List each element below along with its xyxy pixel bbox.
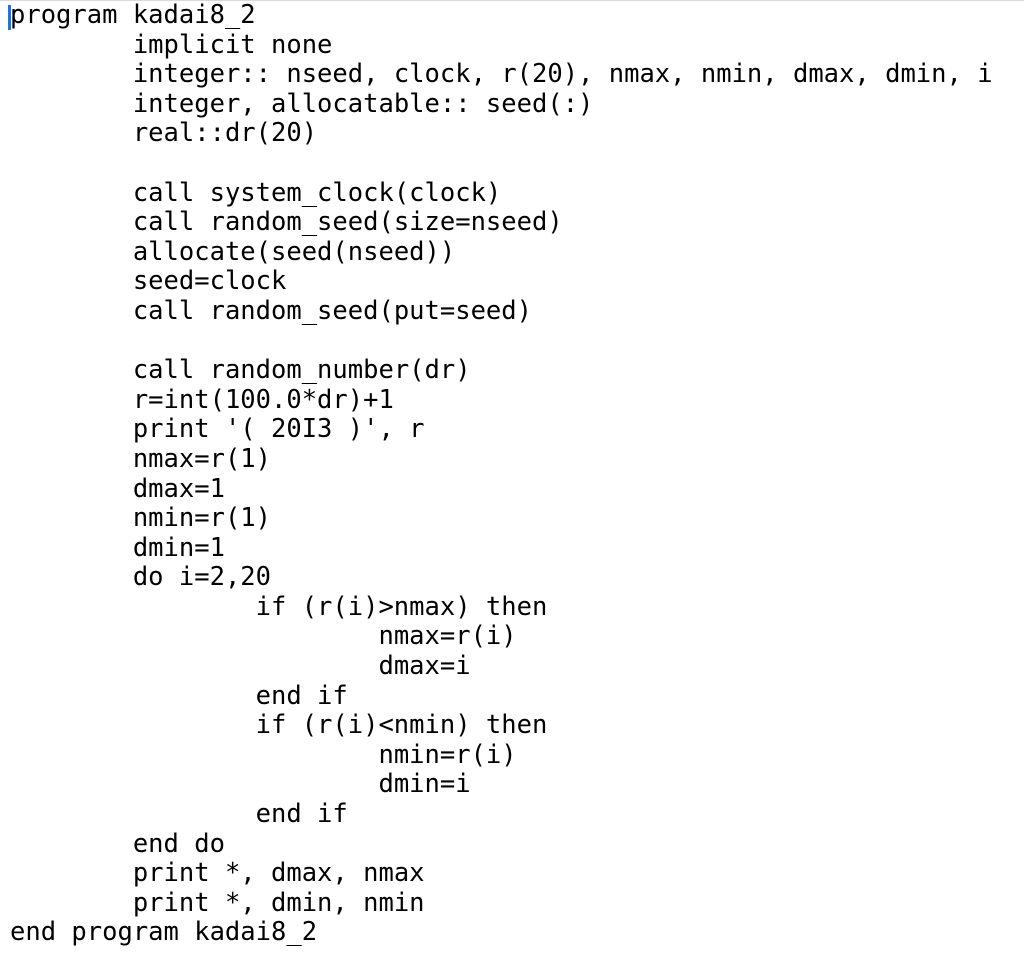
code-line[interactable]: real::dr(20) <box>10 118 318 149</box>
code-text-area[interactable]: program kadai8_2 implicit none integer::… <box>10 0 993 948</box>
code-line[interactable]: integer:: nseed, clock, r(20), nmax, nmi… <box>10 59 993 90</box>
code-line[interactable]: seed=clock <box>10 266 287 297</box>
code-line[interactable]: print *, dmin, nmin <box>10 887 425 918</box>
code-line[interactable]: allocate(seed(nseed)) <box>10 236 456 267</box>
code-line[interactable]: end if <box>10 680 348 711</box>
code-line[interactable]: if (r(i)<nmin) then <box>10 710 548 741</box>
code-line[interactable]: call system_clock(clock) <box>10 177 502 208</box>
code-line[interactable]: integer, allocatable:: seed(:) <box>10 88 594 119</box>
code-line[interactable]: end do <box>10 828 225 859</box>
code-line[interactable] <box>10 327 993 357</box>
code-line[interactable]: if (r(i)>nmax) then <box>10 591 548 622</box>
code-line[interactable]: print *, dmax, nmax <box>10 858 425 889</box>
code-line[interactable]: call random_seed(size=nseed) <box>10 207 563 238</box>
code-line[interactable]: call random_seed(put=seed) <box>10 295 532 326</box>
text-cursor <box>8 5 11 30</box>
code-line[interactable]: r=int(100.0*dr)+1 <box>10 384 394 415</box>
code-line[interactable]: call random_number(dr) <box>10 355 471 386</box>
code-line[interactable]: dmax=i <box>10 651 471 682</box>
code-line[interactable]: nmin=r(i) <box>10 739 517 770</box>
code-line[interactable]: implicit none <box>10 29 333 60</box>
code-line[interactable]: dmin=i <box>10 769 471 800</box>
code-line[interactable]: end program kadai8_2 <box>10 917 318 948</box>
code-line[interactable]: dmin=1 <box>10 532 225 563</box>
code-line[interactable]: end if <box>10 799 348 830</box>
code-line[interactable]: program kadai8_2 <box>10 0 256 30</box>
code-line[interactable]: do i=2,20 <box>10 562 271 593</box>
code-line[interactable]: print '( 20I3 )', r <box>10 414 425 445</box>
code-line[interactable] <box>10 149 993 179</box>
code-line[interactable]: nmax=r(i) <box>10 621 517 652</box>
code-line[interactable]: nmin=r(1) <box>10 503 271 534</box>
code-line[interactable]: nmax=r(1) <box>10 443 271 474</box>
code-line[interactable]: dmax=1 <box>10 473 225 504</box>
